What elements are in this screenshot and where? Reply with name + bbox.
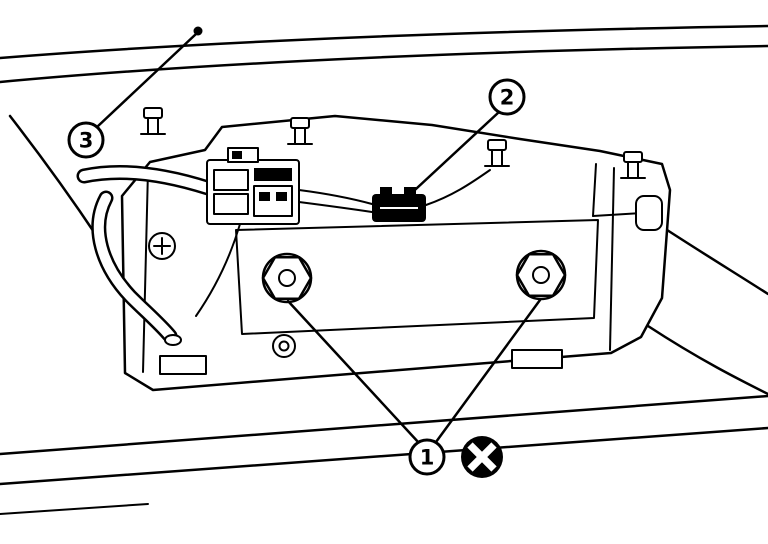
mounting-bolt-3 bbox=[484, 139, 510, 167]
harness-tube-loop-inner bbox=[93, 193, 175, 341]
bolt-stem bbox=[147, 117, 159, 135]
bolt-head bbox=[487, 139, 507, 151]
hex-nut-left bbox=[261, 252, 313, 304]
right-hook-tab bbox=[635, 195, 663, 231]
lamp-assembly bbox=[120, 107, 672, 392]
callout-1-number: 1 bbox=[420, 446, 435, 470]
right-body-diagonal-lower bbox=[646, 324, 768, 396]
hex-nut-right bbox=[515, 249, 567, 301]
callout-3-target-dot bbox=[193, 26, 203, 36]
bolt-stem bbox=[491, 149, 503, 167]
right-step-line-vertical bbox=[592, 163, 597, 217]
callout-1-leader-line-right bbox=[434, 298, 542, 444]
wire-upper bbox=[298, 189, 373, 205]
harness-connector-tab-right bbox=[404, 187, 416, 196]
harness-connector-tab-left bbox=[380, 187, 392, 196]
vehicle-body-lines bbox=[0, 24, 768, 515]
lower-body-line-lower bbox=[0, 426, 768, 486]
callout-3-leader-line bbox=[95, 32, 198, 129]
lamp-housing-outline bbox=[120, 114, 672, 392]
callout-3: 3 bbox=[67, 26, 203, 159]
lower-body-line-upper bbox=[0, 394, 768, 456]
connector-wires bbox=[298, 169, 491, 213]
callout-3-circle bbox=[67, 121, 105, 159]
discard-x-icon bbox=[461, 436, 503, 478]
connector-terminal-right bbox=[276, 192, 287, 201]
harness-connector bbox=[372, 187, 426, 222]
nut-center-circle bbox=[532, 266, 550, 284]
mounting-bolt-2 bbox=[287, 117, 313, 145]
phillips-screw bbox=[148, 232, 176, 260]
bolt-stem bbox=[294, 127, 306, 145]
connector-cavity-upper bbox=[213, 169, 249, 191]
mounting-bolt-1 bbox=[140, 107, 166, 135]
nut-center-circle bbox=[278, 269, 296, 287]
left-opening-edge-line bbox=[8, 114, 100, 240]
connector-cavity-lower bbox=[213, 193, 249, 215]
nut-hex bbox=[515, 252, 567, 298]
connector-top-tab-detail bbox=[232, 151, 242, 159]
grommet-outer-circle bbox=[272, 334, 296, 358]
bolt-head bbox=[143, 107, 163, 119]
wire-right-continuation bbox=[425, 169, 491, 206]
callout-2-number: 2 bbox=[500, 86, 515, 110]
roof-edge-line-lower bbox=[0, 44, 768, 84]
grommet-inner-circle bbox=[278, 340, 290, 352]
callout-1-leader-line-left bbox=[286, 299, 421, 445]
callout-2-leader-line bbox=[401, 110, 501, 203]
connector-terminal-left bbox=[259, 192, 270, 201]
right-bracket-inner-line bbox=[609, 167, 615, 351]
bolt-head bbox=[290, 117, 310, 129]
harness-tube-open-end bbox=[164, 334, 182, 346]
bolt-head bbox=[623, 151, 643, 163]
callout-1: 1 bbox=[286, 298, 542, 476]
harness-tube-top-inner bbox=[79, 167, 213, 193]
callout-2: 2 bbox=[401, 78, 526, 203]
lower-left-body-line bbox=[0, 503, 149, 515]
roof-edge-line-upper bbox=[0, 24, 768, 60]
nut-hex bbox=[261, 255, 313, 301]
wire-lower bbox=[298, 201, 373, 213]
connector-cluster bbox=[206, 147, 300, 225]
mounting-tab-left bbox=[159, 355, 207, 375]
connector-dark-bar bbox=[254, 168, 292, 181]
left-bracket-inner-line bbox=[142, 169, 149, 373]
connector-terminal-block bbox=[253, 185, 293, 217]
harness-branch-wire bbox=[195, 223, 241, 317]
callout-1-circle bbox=[408, 438, 446, 476]
wiring-harness bbox=[76, 164, 241, 346]
bolt-stem bbox=[627, 161, 639, 179]
callout-2-circle bbox=[488, 78, 526, 116]
right-body-diagonal-upper bbox=[662, 226, 768, 296]
mounting-tab-right bbox=[511, 349, 563, 369]
callout-3-number: 3 bbox=[79, 129, 94, 153]
lamp-recess-outline bbox=[235, 219, 599, 335]
grommet bbox=[272, 334, 296, 358]
mounting-bolt-4 bbox=[620, 151, 646, 179]
discard-x-strokes bbox=[467, 442, 497, 472]
